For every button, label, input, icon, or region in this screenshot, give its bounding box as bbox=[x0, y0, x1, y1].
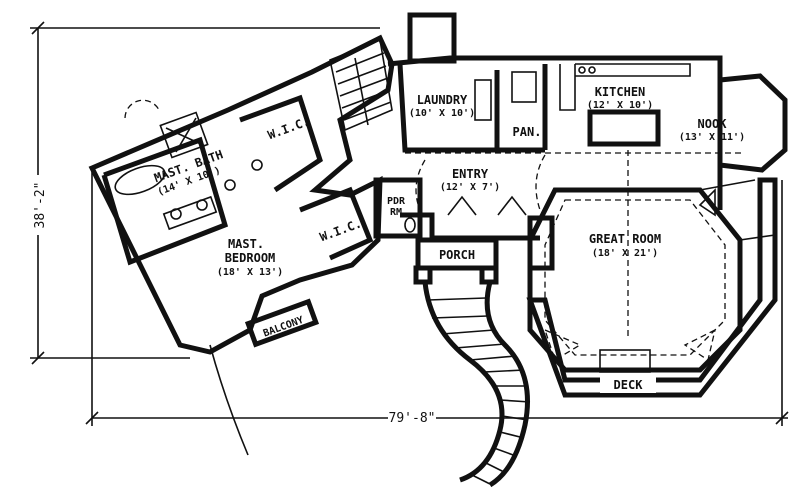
depth-dimension: 38'-2" bbox=[33, 182, 48, 229]
entry-curve-left bbox=[415, 159, 426, 211]
master-wing bbox=[88, 34, 395, 456]
width-dim-bg bbox=[388, 410, 436, 426]
laundry-size: (10' X 10') bbox=[409, 108, 475, 119]
laundry-label: LAUNDRY bbox=[417, 93, 468, 107]
depth-dim-bg bbox=[28, 175, 48, 235]
toilet-icon bbox=[404, 217, 416, 233]
kitchen-island bbox=[587, 109, 661, 147]
door-swing bbox=[124, 99, 160, 119]
curved-stair-inner bbox=[484, 281, 530, 488]
appliance-icon bbox=[474, 79, 492, 121]
pantry-shelf bbox=[511, 71, 537, 103]
powder-room bbox=[373, 177, 423, 239]
entry-door bbox=[497, 195, 527, 216]
entry-size: (12' X 7') bbox=[440, 182, 500, 193]
great-room-size: (18' X 21') bbox=[592, 248, 658, 259]
fireplace bbox=[527, 215, 555, 271]
bathtub-icon bbox=[114, 164, 166, 196]
wic-upper-label: W.I.C. bbox=[266, 114, 312, 142]
north-wall bbox=[387, 55, 723, 80]
main-block bbox=[373, 12, 788, 340]
porch-area bbox=[413, 237, 531, 488]
door-icon bbox=[698, 188, 716, 217]
master-bedroom-size: (18' X 13') bbox=[217, 267, 283, 278]
great-room-outline bbox=[527, 187, 743, 373]
window-seat bbox=[543, 328, 582, 361]
curved-stair-outer bbox=[422, 281, 505, 483]
pantry-label: PAN. bbox=[513, 125, 542, 139]
shower-icon bbox=[159, 111, 209, 159]
deck-table bbox=[599, 349, 651, 373]
powder-label-1: PDR bbox=[387, 196, 406, 207]
wic-upper-walls bbox=[239, 94, 323, 193]
entry-door bbox=[447, 195, 477, 216]
kitchen-counter-top bbox=[575, 63, 691, 77]
master-bath-walls bbox=[101, 136, 229, 266]
great-room-label: GREAT ROOM bbox=[589, 232, 661, 246]
master-bedroom-label-1: MAST. bbox=[228, 237, 264, 251]
porch-column bbox=[479, 265, 499, 285]
nook-size: (13' X 11') bbox=[679, 132, 745, 143]
porch-label: PORCH bbox=[439, 248, 475, 262]
exterior-line bbox=[209, 344, 249, 456]
balcony-outline bbox=[244, 298, 320, 348]
great-room-inner bbox=[544, 199, 726, 356]
porch-column bbox=[413, 265, 433, 285]
deck-label: DECK bbox=[614, 378, 644, 392]
nook-bay bbox=[717, 73, 788, 173]
master-bedroom-label-2: BEDROOM bbox=[225, 251, 276, 265]
master-wing-outline bbox=[88, 34, 395, 355]
chimney-outline bbox=[407, 12, 457, 64]
great-room-area bbox=[526, 177, 778, 398]
deck-outline bbox=[526, 177, 778, 398]
entry-curve bbox=[535, 154, 546, 211]
porch-outline bbox=[415, 237, 499, 271]
sink-icon bbox=[251, 159, 263, 171]
sink-icon bbox=[196, 199, 208, 211]
dimension-lines bbox=[30, 21, 789, 426]
vanity-icon bbox=[162, 195, 218, 231]
entry-label: ENTRY bbox=[452, 167, 489, 181]
stairs-icon bbox=[329, 38, 393, 132]
powder-label-2: RM bbox=[390, 207, 402, 218]
stair-treads bbox=[427, 297, 531, 485]
kitchen-size: (12' X 10') bbox=[587, 100, 653, 111]
kitchen-label: KITCHEN bbox=[595, 85, 646, 99]
sink-icon bbox=[170, 208, 182, 220]
nook-label: NOOK bbox=[698, 117, 728, 131]
kitchen-counter bbox=[559, 64, 576, 111]
width-dimension: 79'-8" bbox=[389, 411, 436, 426]
wic-lower-walls bbox=[299, 186, 374, 261]
wic-lower-label: W.I.C. bbox=[318, 216, 364, 244]
sink-icon bbox=[224, 179, 236, 191]
